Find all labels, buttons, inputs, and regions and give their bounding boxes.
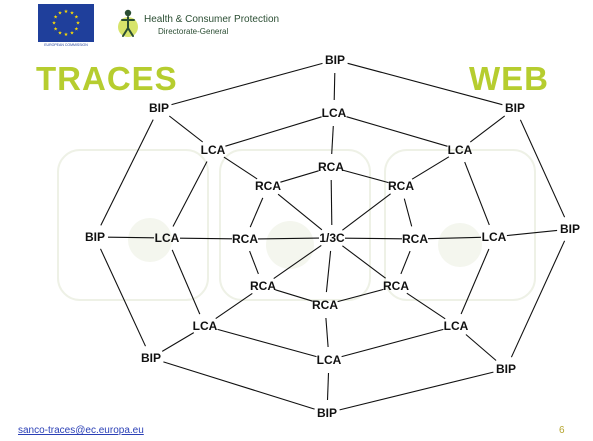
hcp-title: Health & Consumer Protection — [144, 14, 280, 25]
network-edge — [400, 250, 411, 275]
network-edge — [333, 72, 336, 101]
network-edge — [325, 250, 332, 293]
network-edge — [342, 193, 391, 231]
node-rca: RCA — [402, 232, 428, 246]
node-rca: RCA — [255, 179, 281, 193]
node-lca: LCA — [448, 143, 473, 157]
svg-text:★: ★ — [64, 32, 69, 38]
hcp-subtitle: Directorate-General — [158, 27, 229, 36]
network-edge — [326, 372, 330, 401]
background-watermark — [57, 149, 536, 301]
node-bip: BIP — [317, 406, 337, 420]
node-bip: BIP — [505, 101, 525, 115]
node-rca: RCA — [232, 232, 258, 246]
network-edge — [171, 62, 323, 106]
node-lca: LCA — [482, 230, 507, 244]
node-lca: LCA — [193, 319, 218, 333]
title-web: WEB — [469, 60, 549, 97]
network-edge — [342, 245, 386, 279]
network-nodes: 1/3C RCA RCA RCA RCA RCA RCA RCA RCA LCA… — [85, 53, 580, 420]
header: ★ ★ ★ ★ ★ ★ ★ ★ ★ ★ ★ ★ EUROPEAN COMMISS… — [0, 0, 593, 50]
svg-text:★: ★ — [53, 27, 58, 33]
network-edge — [277, 193, 323, 231]
svg-text:★: ★ — [74, 15, 79, 21]
network-edge — [403, 198, 413, 227]
network-edge — [519, 119, 566, 218]
network-edge — [506, 229, 558, 237]
network-edge — [100, 119, 154, 226]
svg-text:★: ★ — [64, 9, 69, 15]
svg-text:★: ★ — [58, 31, 63, 37]
page-number: 6 — [559, 425, 565, 436]
network-edge — [171, 249, 201, 315]
node-center: 1/3C — [319, 231, 345, 245]
network-edge — [347, 62, 503, 106]
node-bip: BIP — [141, 351, 161, 365]
network-edge — [225, 116, 322, 147]
title-traces: TRACES — [36, 60, 178, 97]
network-edge — [249, 197, 264, 228]
health-consumer-logo-icon — [116, 8, 140, 38]
network-edge — [346, 116, 448, 147]
network-edge — [331, 125, 334, 155]
network-edge — [339, 371, 494, 411]
network-edge — [163, 361, 315, 410]
node-rca: RCA — [312, 298, 338, 312]
node-rca: RCA — [318, 160, 344, 174]
node-lca: LCA — [322, 106, 347, 120]
network-edge — [172, 161, 208, 227]
node-lca: LCA — [201, 143, 226, 157]
node-lca: LCA — [317, 353, 342, 367]
contact-email-link[interactable]: sanco-traces@ec.europa.eu — [18, 425, 144, 436]
network-edge — [325, 317, 329, 348]
svg-text:★: ★ — [53, 15, 58, 21]
svg-text:★: ★ — [58, 11, 63, 17]
node-rca: RCA — [388, 179, 414, 193]
node-bip: BIP — [149, 101, 169, 115]
network-edge — [249, 250, 259, 275]
network-edge — [100, 248, 146, 347]
node-lca: LCA — [444, 319, 469, 333]
network-edges — [100, 62, 566, 411]
network-edge — [107, 236, 155, 239]
svg-text:★: ★ — [76, 21, 81, 27]
network-edge — [344, 237, 403, 240]
node-bip: BIP — [496, 362, 516, 376]
network-edge — [406, 292, 446, 320]
network-edge — [217, 328, 317, 358]
node-rca: RCA — [250, 279, 276, 293]
svg-text:★: ★ — [70, 31, 75, 37]
network-edge — [330, 179, 333, 226]
network-edge — [275, 289, 313, 302]
network-edge — [411, 156, 450, 180]
network-edge — [465, 334, 497, 361]
network-edge — [223, 156, 258, 180]
network-edge — [257, 237, 320, 240]
network-edge — [469, 115, 506, 143]
network-edge — [427, 236, 482, 240]
network-edge — [464, 161, 490, 226]
node-bip: BIP — [85, 230, 105, 244]
node-lca: LCA — [155, 231, 180, 245]
network-edge — [510, 240, 566, 358]
svg-text:★: ★ — [52, 21, 57, 27]
network-edge — [179, 237, 233, 240]
node-rca: RCA — [383, 279, 409, 293]
node-bip: BIP — [325, 53, 345, 67]
network-edge — [337, 288, 384, 303]
network-edge — [161, 332, 195, 352]
network-edge — [280, 170, 319, 183]
network-edge — [343, 169, 389, 184]
network-edge — [168, 115, 204, 143]
network-edge — [341, 328, 444, 358]
network-edge — [460, 248, 490, 315]
node-bip: BIP — [560, 222, 580, 236]
network-edge — [215, 292, 253, 320]
network-edge — [273, 244, 322, 280]
svg-text:★: ★ — [70, 11, 75, 17]
eu-flag-logo: ★ ★ ★ ★ ★ ★ ★ ★ ★ ★ ★ ★ — [38, 4, 94, 42]
eu-caption: EUROPEAN COMMISSION — [44, 43, 88, 47]
svg-text:★: ★ — [74, 27, 79, 33]
